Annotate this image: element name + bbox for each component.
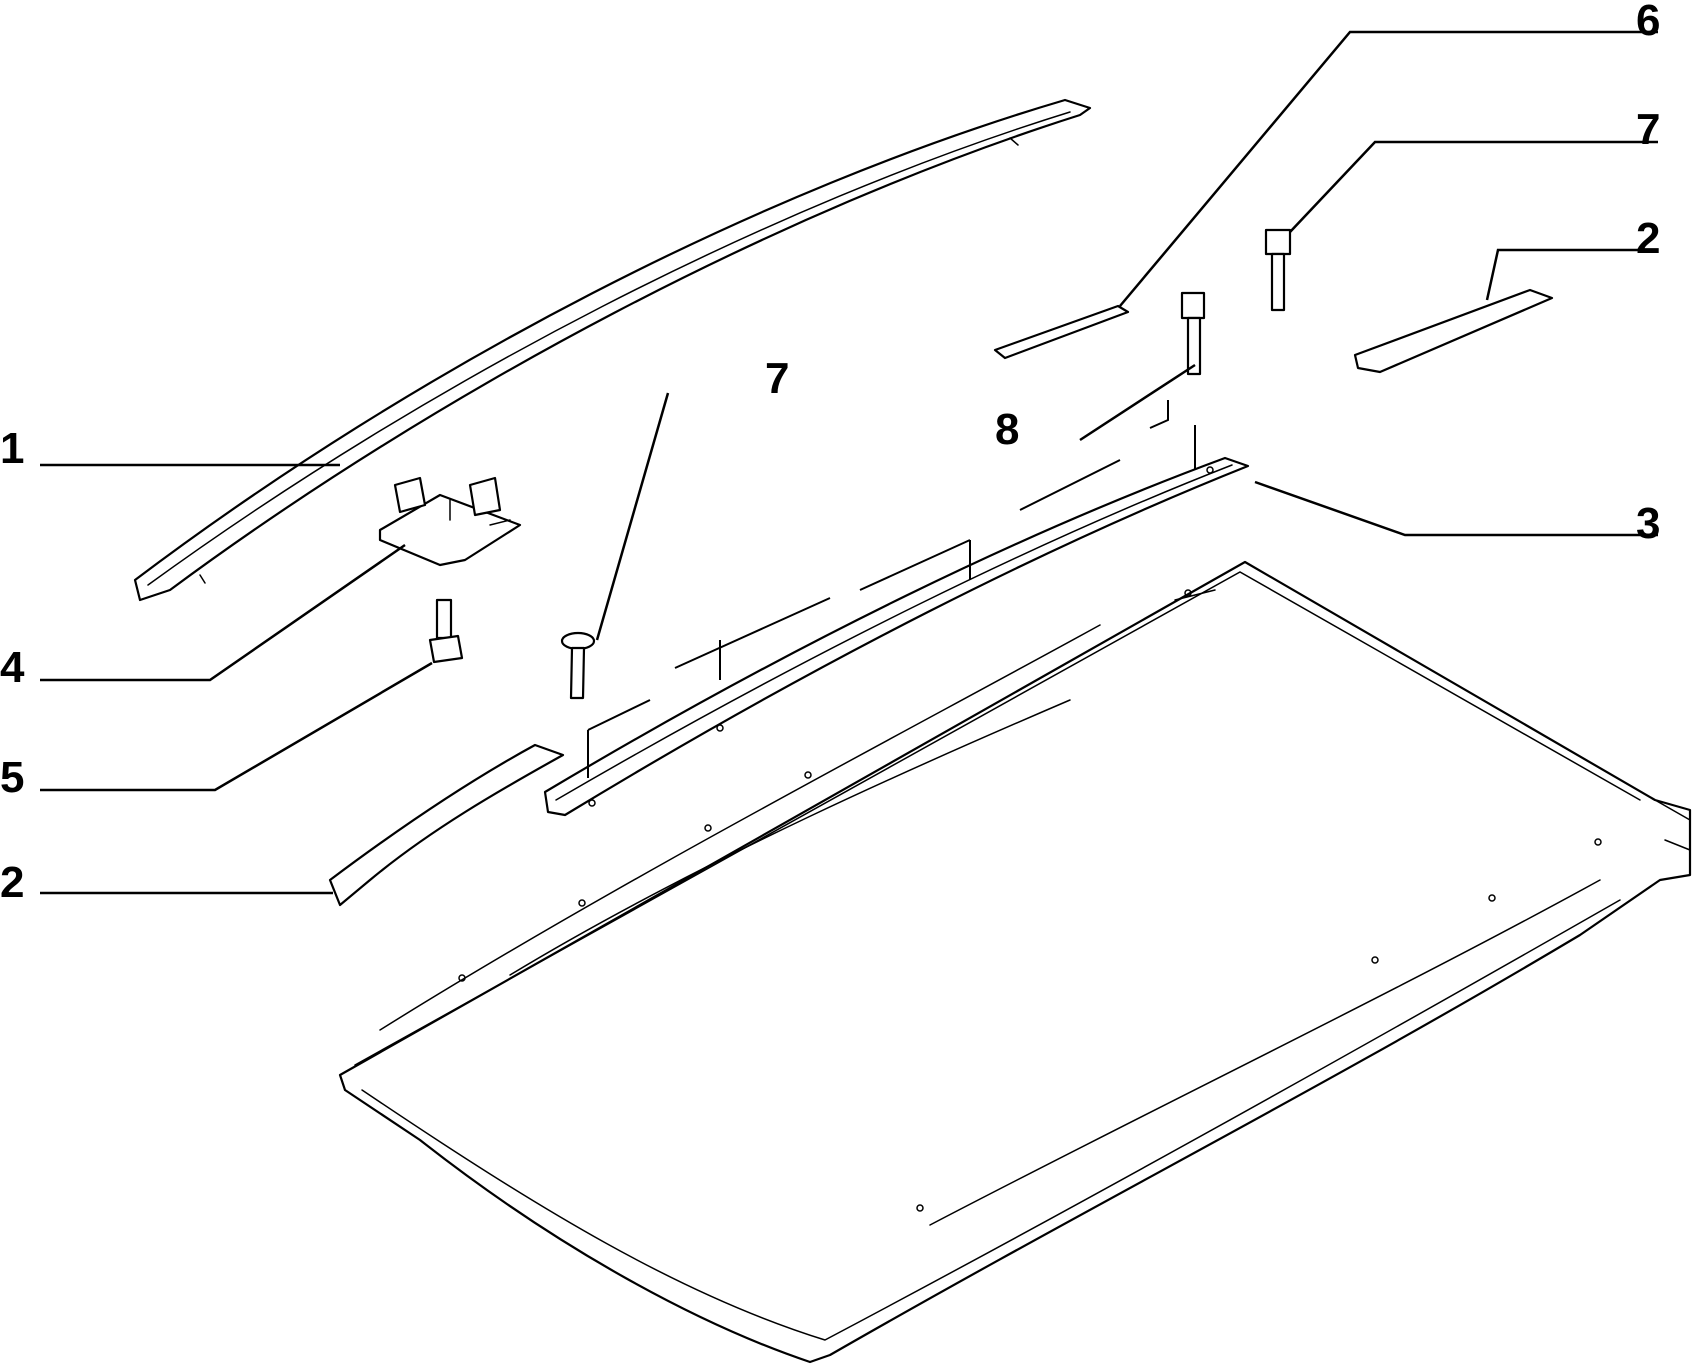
- callout-6: 6: [1636, 0, 1660, 45]
- assembly-guide-lines: [587, 400, 1196, 778]
- rail-cap-part-2-left: [328, 743, 565, 907]
- callout-5: 5: [0, 753, 24, 802]
- callout-7-top: 7: [1636, 105, 1660, 154]
- callout-2-left: 2: [0, 858, 24, 907]
- callout-7-mid: 7: [765, 354, 789, 403]
- callout-4: 4: [0, 643, 25, 692]
- screw-part-7-mid: [560, 631, 596, 700]
- rail-cap-part-2-right: [1353, 288, 1554, 374]
- front-cap-part-6: [993, 304, 1130, 360]
- roof-panel: [338, 560, 1692, 1364]
- bracket-part-4: [378, 476, 522, 567]
- leader-lines: [40, 30, 1658, 895]
- callout-3: 3: [1636, 499, 1660, 548]
- bolt-part-8: [1180, 291, 1206, 376]
- bolt-part-5: [428, 598, 464, 664]
- roof-rail-part-1: [133, 98, 1092, 602]
- callout-1: 1: [0, 424, 24, 473]
- callout-2-right: 2: [1636, 214, 1660, 263]
- bolt-part-7-top: [1264, 228, 1292, 312]
- roof-channel-part-3: [543, 456, 1250, 817]
- callout-8: 8: [995, 405, 1019, 454]
- callout-labels: 1 4 5 2 7 8 6 7 2 3: [0, 0, 1660, 907]
